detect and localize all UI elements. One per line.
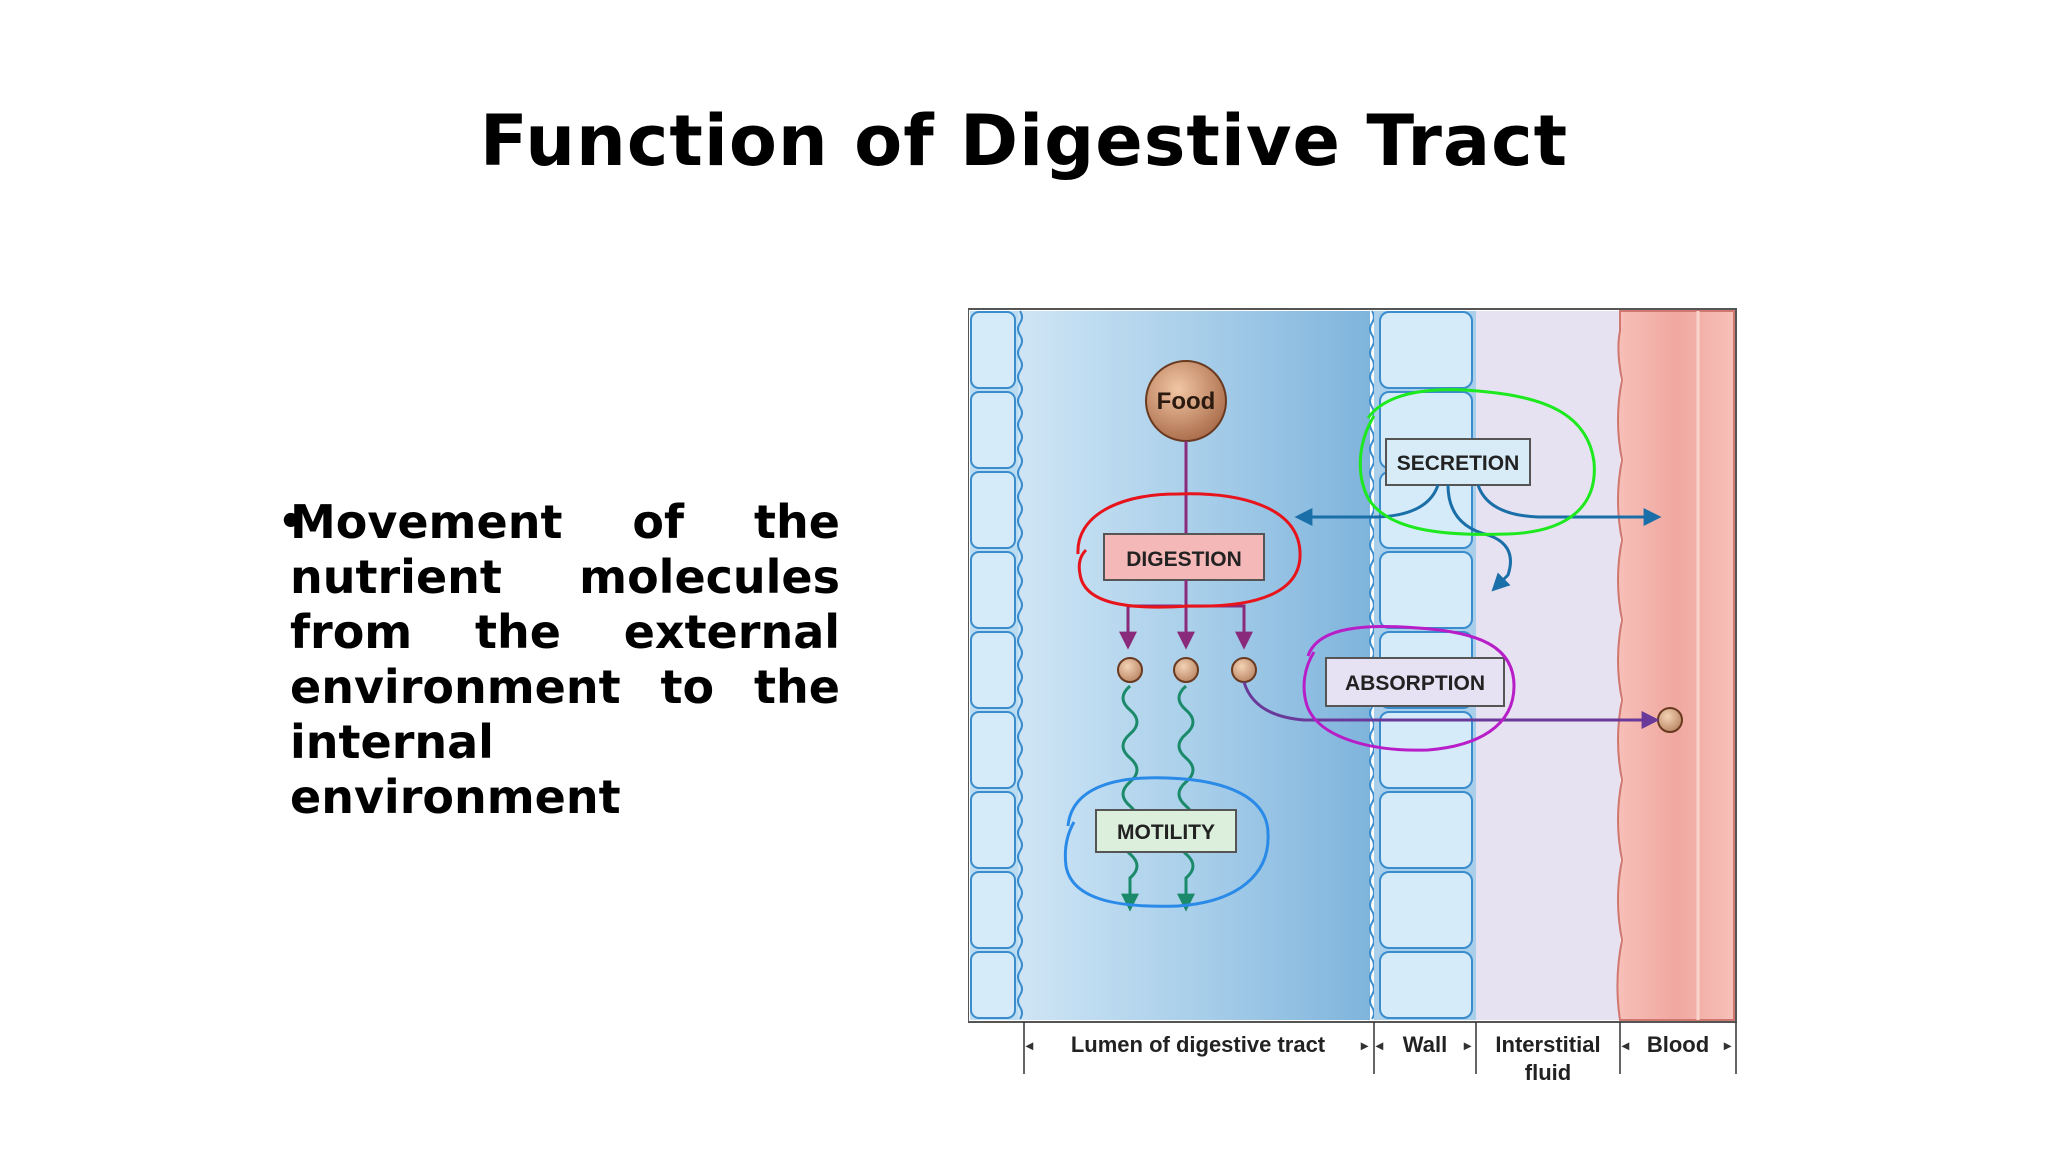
left-cell-column <box>970 311 1018 1020</box>
molecule-2 <box>1173 657 1199 683</box>
slide-title: Function of Digestive Tract <box>479 100 1569 182</box>
digestion-label: DIGESTION <box>1126 548 1242 571</box>
region-label-bar <box>1023 1022 1737 1074</box>
svg-text:▸: ▸ <box>1463 1037 1472 1053</box>
absorption-arrow <box>1242 681 1660 729</box>
digestive-tract-diagram: Food DIGESTION MOTILITY SECRETION ABSORP… <box>968 308 1737 1085</box>
region-label-blood: Blood <box>1647 1032 1709 1057</box>
region-label-interstitial-line2: fluid <box>1525 1060 1571 1085</box>
motility-box <box>1095 809 1237 853</box>
svg-text:▸: ▸ <box>1360 1037 1369 1053</box>
lumen-left-villi <box>1017 310 1023 1020</box>
absorption-highlight-circle <box>1302 624 1516 752</box>
region-label-arrows: ◂ ▸ ◂ ▸ ◂ ▸ <box>1025 1037 1732 1053</box>
motility-highlight-circle <box>1063 776 1270 908</box>
svg-text:◂: ◂ <box>1025 1037 1034 1053</box>
digestion-box <box>1103 533 1265 581</box>
molecule-1 <box>1117 657 1143 683</box>
bullet-list: • Movement of the nutrient molecules fro… <box>278 495 840 825</box>
svg-text:◂: ◂ <box>1375 1037 1384 1053</box>
secretion-highlight-circle <box>1358 388 1596 536</box>
digestion-highlight-circle <box>1076 492 1302 609</box>
blood-region <box>1616 310 1735 1021</box>
molecule-3 <box>1231 657 1257 683</box>
svg-text:▸: ▸ <box>1723 1037 1732 1053</box>
region-label-lumen: Lumen of digestive tract <box>1071 1032 1326 1057</box>
molecule-blood <box>1657 707 1683 733</box>
secretion-label: SECRETION <box>1397 452 1520 475</box>
region-label-interstitial-line1: Interstitial <box>1495 1032 1600 1057</box>
absorption-label: ABSORPTION <box>1345 672 1485 695</box>
region-label-wall: Wall <box>1403 1032 1447 1057</box>
motility-label: MOTILITY <box>1117 821 1215 844</box>
secretion-box <box>1385 438 1531 486</box>
bullet-text: Movement of the nutrient molecules from … <box>290 495 840 824</box>
svg-text:◂: ◂ <box>1621 1037 1630 1053</box>
bullet-marker: • <box>278 499 304 545</box>
food-label: Food <box>1157 388 1216 415</box>
absorption-box <box>1325 657 1505 707</box>
